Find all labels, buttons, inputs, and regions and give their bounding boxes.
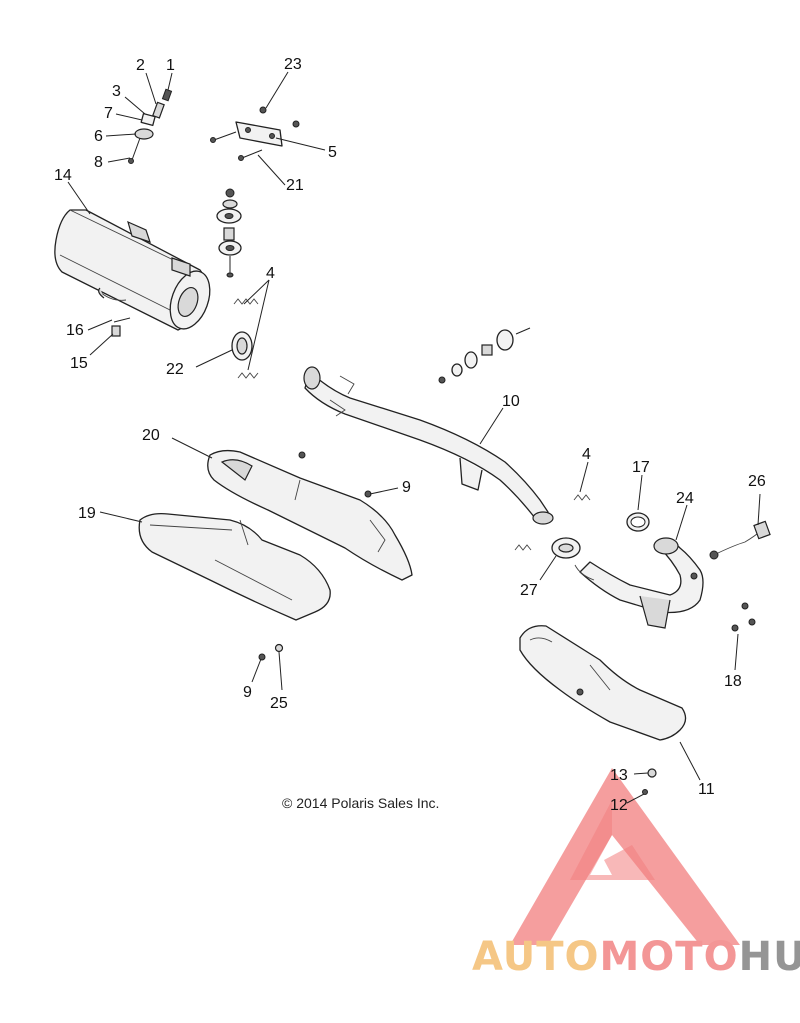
bolts-18 (731, 602, 756, 632)
callout-7: 7 (104, 105, 113, 122)
callout-9-lower: 9 (243, 684, 252, 701)
heat-shield-upper (207, 449, 413, 581)
callout-2: 2 (136, 57, 145, 74)
callout-14: 14 (54, 167, 72, 184)
callout-24: 24 (676, 490, 694, 507)
heat-shield-lower (138, 512, 331, 661)
watermark-inner-shape (570, 800, 655, 880)
watermark-triangle (510, 768, 740, 945)
callout-15: 15 (70, 355, 88, 372)
callout-26: 26 (748, 473, 766, 490)
muffler-bolt-15 (111, 325, 121, 337)
pipe-mount-hardware (438, 327, 531, 384)
callout-labels: 1 2 3 7 6 8 23 5 21 14 4 16 15 22 10 20 … (54, 56, 766, 814)
callout-10: 10 (502, 393, 520, 410)
leader-lines (67, 71, 761, 804)
watermark-word-moto: MOTO (600, 934, 739, 980)
callout-22: 22 (166, 361, 184, 378)
callout-27: 27 (520, 582, 538, 599)
mid-pipe (574, 537, 704, 629)
callout-16: 16 (66, 322, 84, 339)
callout-12: 12 (610, 797, 628, 814)
gasket-27 (551, 537, 581, 559)
callout-11: 11 (698, 781, 715, 798)
callout-4-lower: 4 (582, 446, 591, 463)
callout-8: 8 (94, 154, 103, 171)
callout-21: 21 (286, 177, 304, 194)
callout-3: 3 (112, 83, 121, 100)
muffler-mount-hardware (128, 88, 173, 164)
spring-pair-left (231, 298, 259, 379)
o2-sensor (709, 520, 771, 560)
callout-25: 25 (270, 695, 288, 712)
callout-23: 23 (284, 56, 302, 73)
callout-1: 1 (166, 57, 175, 74)
copyright-notice: © 2014 Polaris Sales Inc. (282, 795, 439, 811)
muffler (54, 209, 211, 331)
grommet-stack (216, 188, 242, 278)
callout-6: 6 (94, 128, 103, 145)
callout-13: 13 (610, 767, 628, 784)
heat-shield-rear (519, 625, 687, 795)
spring-pair-right (514, 494, 591, 551)
callout-17: 17 (632, 459, 650, 476)
head-pipe (303, 366, 554, 525)
muffler-clip-16 (113, 317, 131, 323)
callout-5: 5 (328, 144, 337, 161)
watermark-word-hub: HUB (739, 934, 800, 980)
callout-9-upper: 9 (402, 479, 411, 496)
callout-19: 19 (78, 505, 96, 522)
svg-text:AUTOMOTOHUB: AUTOMOTOHUB (472, 934, 800, 980)
callout-4-upper: 4 (266, 265, 275, 282)
watermark-word-auto: AUTO (472, 934, 600, 980)
mount-bracket (210, 106, 300, 161)
watermark-logo: AUTOMOTOHUB (472, 768, 800, 980)
callout-20: 20 (142, 427, 160, 444)
callout-18: 18 (724, 673, 742, 690)
gasket-17 (626, 512, 650, 532)
